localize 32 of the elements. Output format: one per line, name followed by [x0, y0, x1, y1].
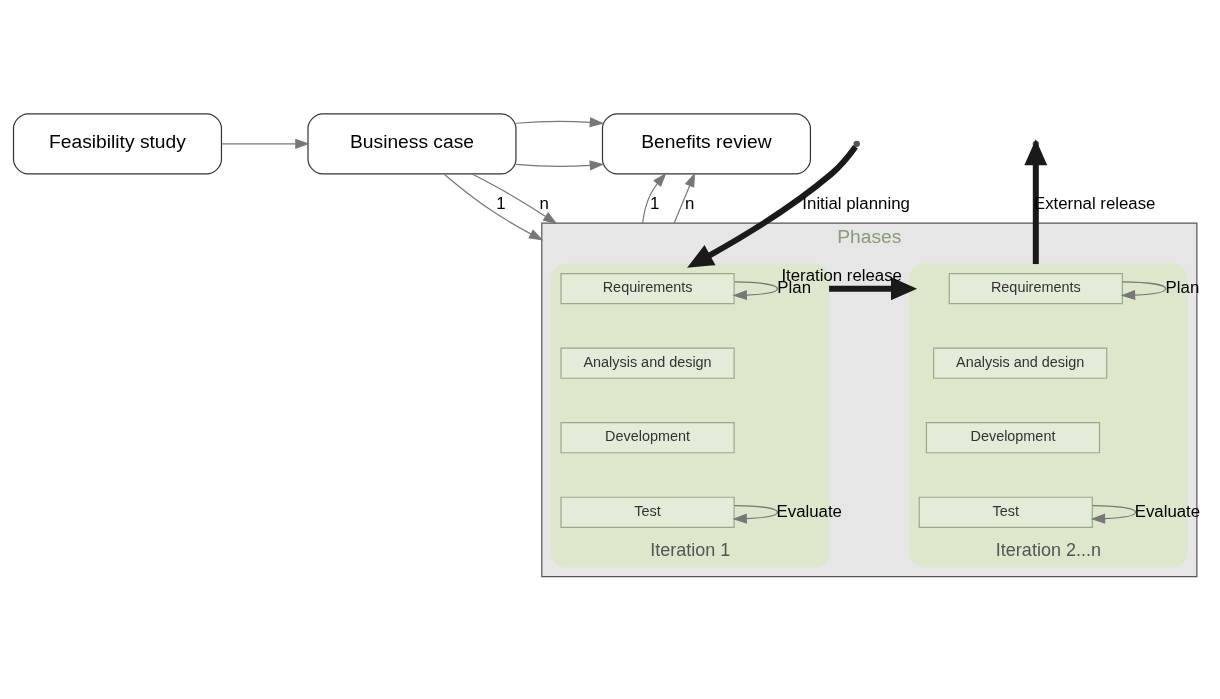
node-box: Analysis and design — [560, 347, 735, 379]
edge-label: n — [684, 193, 695, 213]
node-box: Requirements — [948, 272, 1123, 304]
node-box: Test — [560, 496, 735, 528]
node-box: Business case — [307, 112, 517, 174]
node-box: Development — [925, 421, 1101, 453]
arrow — [829, 276, 918, 300]
arrow — [1090, 504, 1137, 524]
edge-label: Evaluate — [776, 501, 842, 521]
edge-label: Plan — [1165, 277, 1200, 297]
edge-label: 1 — [496, 193, 506, 213]
arrow — [732, 504, 778, 524]
edge-label: n — [539, 193, 549, 213]
arrow — [732, 280, 778, 300]
arrow — [687, 144, 858, 268]
arrow — [443, 173, 544, 241]
edge-label: 1 — [650, 193, 660, 213]
arrow — [471, 172, 558, 224]
arrow — [221, 138, 310, 149]
node-box: Feasibility study — [12, 112, 223, 174]
node-box: Analysis and design — [933, 347, 1108, 379]
arrow — [673, 172, 696, 224]
arrow — [515, 159, 605, 170]
arrow — [1120, 280, 1167, 300]
arrow — [642, 172, 667, 224]
arrow — [515, 116, 605, 127]
node-box: Development — [560, 421, 735, 453]
node-box: Requirements — [560, 272, 735, 304]
node-box: Benefits review — [601, 112, 812, 174]
edge-label: Initial planning — [802, 193, 910, 213]
node-box: Test — [918, 496, 1093, 528]
edge-label: Evaluate — [1134, 501, 1201, 521]
